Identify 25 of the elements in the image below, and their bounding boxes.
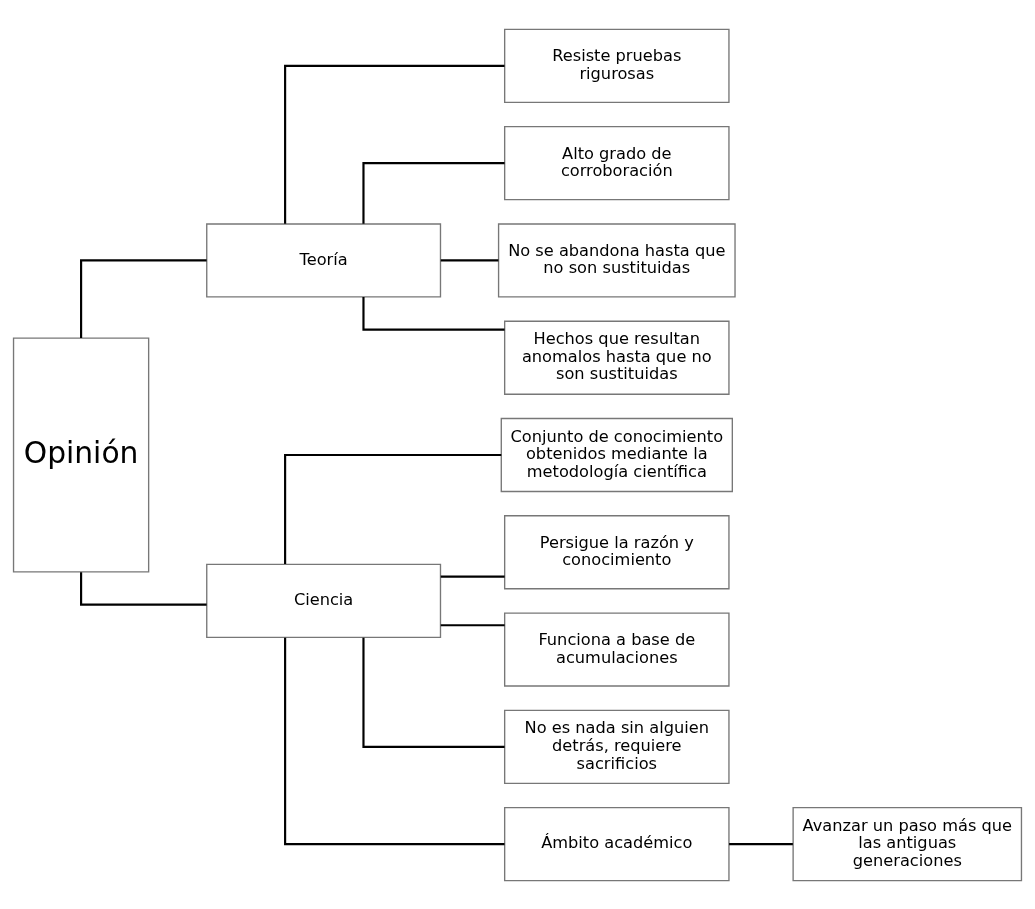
connector	[80, 258, 207, 338]
connector	[362, 637, 505, 748]
connector	[440, 623, 505, 626]
node-box: Persigue la razón y conocimiento	[504, 514, 730, 589]
connector	[362, 296, 505, 331]
connector	[80, 571, 207, 606]
node-box: No se abandona hasta que no son sustituidas	[497, 222, 736, 298]
node-box: Teoría	[206, 222, 442, 298]
connector	[284, 637, 505, 845]
connector	[284, 453, 502, 564]
node-box: Opinión	[12, 336, 150, 573]
connector	[729, 842, 793, 845]
node-box: Avanzar un paso más que las antiguas generaciones	[792, 806, 1023, 881]
node-box: Funciona a base de acumulaciones	[504, 611, 730, 687]
node-box: Hechos que resultan anomalos hasta que no son sustituidas	[504, 320, 730, 395]
connector	[440, 575, 505, 578]
node-box: Alto grado de corroboración	[504, 125, 730, 200]
connector	[362, 161, 505, 224]
node-box: Conjunto de conocimiento obtenidos mediante la metodología científica	[500, 417, 733, 492]
node-box: Ciencia	[206, 563, 442, 638]
node-box: No es nada sin alguien detrás, requiere sacrificios	[504, 709, 730, 784]
node-box: Resiste pruebas rigurosas	[504, 28, 730, 103]
connector	[284, 64, 505, 224]
node-box: Ámbito académico	[504, 806, 730, 881]
connector	[440, 258, 499, 261]
